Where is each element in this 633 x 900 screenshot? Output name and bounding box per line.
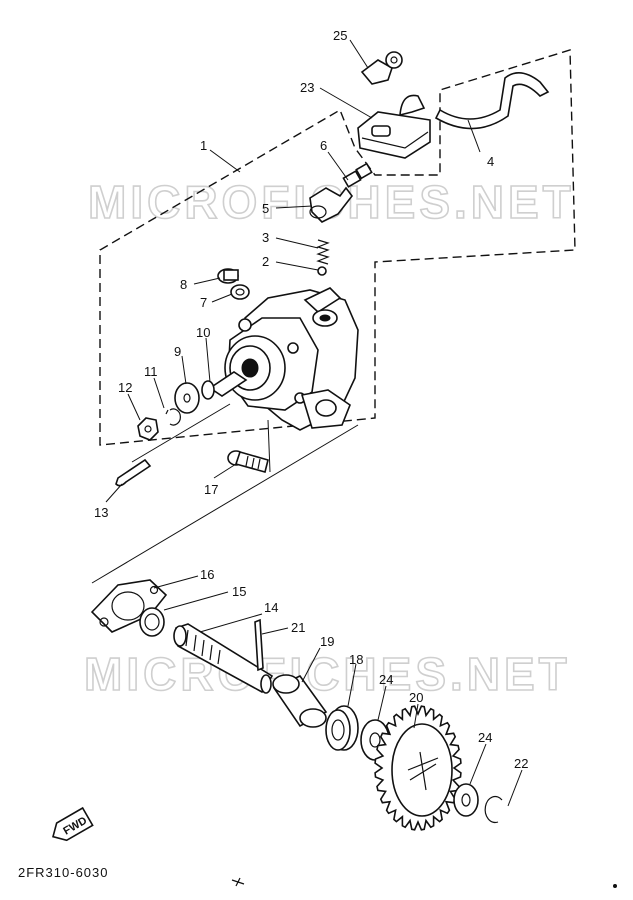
reference-code: 2FR310-6030: [18, 865, 109, 880]
callout-12: 12: [118, 380, 132, 395]
callout-18: 18: [349, 652, 363, 667]
part-25-clip: [360, 51, 403, 85]
part-20-gear: [374, 705, 462, 831]
part-4-hose: [434, 72, 550, 130]
callout-21: 21: [291, 620, 305, 635]
part-7-washer: [230, 284, 250, 300]
part-23-tank: [357, 94, 431, 159]
callout-20: 20: [409, 690, 423, 705]
part-24-washer-b: [453, 783, 479, 817]
part-3-spring: [316, 239, 330, 265]
callout-19: 19: [320, 634, 334, 649]
part-11-circlip: [165, 408, 181, 426]
callout-25: 25: [333, 28, 347, 43]
part-19-collar: [272, 674, 328, 728]
callout-14: 14: [264, 600, 278, 615]
callout-numbers: 25 23 1 6 4 5 3 2 8 7 10 9 11 12 13 17 1…: [94, 28, 528, 771]
part-22-circlip: [484, 795, 503, 824]
part-5-elbow: [309, 186, 354, 223]
callout-3: 3: [262, 230, 269, 245]
part-12-nut: [137, 417, 159, 441]
part-2-ball: [317, 266, 327, 276]
part-8-bolt: [217, 268, 239, 284]
part-14-shaft: [173, 623, 274, 694]
callout-11: 11: [144, 364, 158, 379]
callout-5: 5: [262, 201, 269, 216]
assembly-axis-line: [91, 403, 359, 584]
callout-2: 2: [262, 254, 269, 269]
callout-22: 22: [514, 756, 528, 771]
callout-7: 7: [200, 295, 207, 310]
part-9-plate: [174, 382, 200, 414]
part-16-gasket: [90, 579, 168, 633]
scan-specks: [231, 877, 617, 888]
part-10-washer: [201, 371, 248, 400]
part-21-pin: [254, 618, 264, 672]
part-17-bolt: [227, 450, 269, 473]
part-15-oring: [139, 607, 165, 637]
callout-10: 10: [196, 325, 210, 340]
callout-9: 9: [174, 344, 181, 359]
oil-pump-body: [224, 287, 359, 431]
callout-24-upper: 24: [379, 672, 393, 687]
watermark-bottom: MICROFICHES.NET: [84, 648, 571, 700]
callout-8: 8: [180, 277, 187, 292]
callout-15: 15: [232, 584, 246, 599]
callout-4: 4: [487, 154, 494, 169]
part-6-fitting: [342, 162, 373, 188]
callout-24-lower: 24: [478, 730, 492, 745]
callout-16: 16: [200, 567, 214, 582]
callout-17: 17: [204, 482, 218, 497]
part-18-bearing: [325, 705, 359, 751]
callout-1: 1: [200, 138, 207, 153]
callout-6: 6: [320, 138, 327, 153]
part-13-pin: [115, 458, 152, 487]
callout-13: 13: [94, 505, 108, 520]
fwd-direction-badge: FWD: [52, 806, 94, 842]
callout-23: 23: [300, 80, 314, 95]
leader-lines: [105, 39, 523, 807]
